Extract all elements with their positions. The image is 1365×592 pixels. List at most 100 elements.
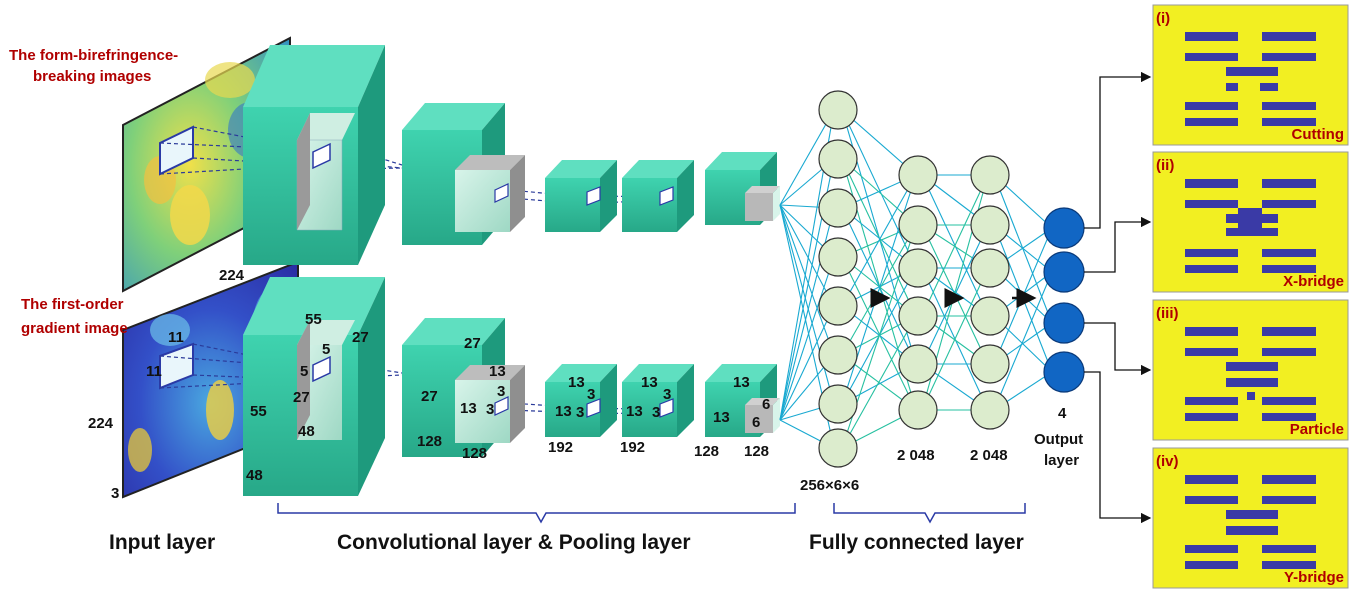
structure-bar — [1185, 475, 1238, 484]
structure-bar — [1226, 378, 1278, 387]
fc1-size-label: 256×6×6 — [800, 477, 859, 494]
fc-connection — [841, 174, 917, 307]
input-size-label: 224 — [219, 267, 245, 284]
conv3-win-a-label: 3 — [587, 386, 595, 403]
fc2-size-label: 2 048 — [897, 447, 935, 464]
structure-bar — [1185, 265, 1238, 273]
conv5-block-bottom — [705, 364, 780, 437]
conv3-block-bottom — [545, 364, 617, 437]
section-conv-title: Convolutional layer & Pooling layer — [337, 531, 691, 554]
structure-bar — [1262, 327, 1316, 336]
fc3-size-label: 2 048 — [970, 447, 1008, 464]
fc2-node — [898, 390, 938, 430]
conv1-block-bottom — [243, 277, 385, 496]
structure-bar — [1262, 118, 1316, 126]
input-window-label: 11 — [168, 329, 184, 346]
structure-bar — [1185, 327, 1238, 336]
bottom-caption-line1: The first-order — [21, 296, 124, 313]
input-window-side-label: 11 — [146, 363, 162, 380]
conv2-win-3b-label: 3 — [486, 401, 494, 418]
bottom-caption-line2: gradient image — [21, 320, 128, 337]
panel-label: Particle — [1290, 421, 1344, 438]
structure-bar — [1262, 475, 1316, 484]
structure-bar — [1247, 392, 1255, 400]
structure-bar — [1185, 200, 1238, 208]
fc-connection — [779, 109, 835, 206]
structure-bar — [1262, 496, 1316, 504]
fc1-node — [818, 384, 858, 424]
fc1-node — [818, 335, 858, 375]
structure-bar — [1262, 413, 1316, 421]
conv4-win-a-label: 3 — [663, 386, 671, 403]
section-braces — [277, 503, 1026, 524]
fc-connection — [779, 204, 836, 357]
structure-bar — [1226, 228, 1278, 236]
section-titles: Input layer Convolutional layer & Poolin… — [109, 531, 1024, 554]
conv5-win-a-label: 6 — [762, 396, 770, 413]
conv1-win-b-label: 5 — [300, 363, 308, 380]
conv3-block-top — [545, 160, 617, 232]
structure-bar — [1226, 526, 1278, 535]
conv1-win-top-label: 27 — [352, 329, 369, 346]
conv2-depth-b-label: 128 — [462, 445, 487, 462]
structure-bar — [1262, 545, 1316, 553]
structure-bar — [1262, 32, 1316, 41]
fc-connection — [779, 255, 836, 421]
structure-bar — [1185, 249, 1238, 257]
output-panels: (i)Cutting(ii)X-bridge(iii)Particle(iv)Y… — [1152, 4, 1349, 589]
conv3-depth-label: 192 — [548, 439, 573, 456]
conv3-top-label: 13 — [568, 374, 585, 391]
output-count-label: 4 — [1058, 405, 1067, 422]
output-label-line2: layer — [1044, 452, 1079, 469]
fc1-node — [818, 428, 858, 468]
input-size-side-label: 224 — [88, 415, 114, 432]
conv3-side-label: 13 — [555, 403, 572, 420]
conv3-win-b-label: 3 — [576, 404, 584, 421]
fc-connection — [779, 204, 836, 406]
conv5-block-top — [705, 152, 780, 225]
conv1-win-depth-label: 48 — [298, 423, 315, 440]
fc2-node — [898, 205, 938, 245]
fc-connection — [841, 315, 917, 449]
conv1-win-a-label: 5 — [322, 341, 330, 358]
conv2-top-label: 27 — [464, 335, 481, 352]
output-label-line1: Output — [1034, 431, 1083, 448]
conv5-win-b-label: 6 — [752, 414, 760, 431]
conv4-depth-label: 192 — [620, 439, 645, 456]
section-fc-title: Fully connected layer — [809, 531, 1024, 554]
conv5-depth-a-label: 128 — [694, 443, 719, 460]
panel-tag: (i) — [1156, 10, 1170, 27]
fc3-node — [970, 296, 1010, 336]
structure-bar — [1262, 348, 1316, 356]
fc3-node — [970, 344, 1010, 384]
structure-bar — [1185, 348, 1238, 356]
structure-bar — [1262, 397, 1316, 405]
fc1-node — [818, 188, 858, 228]
conv5-top-label: 13 — [733, 374, 750, 391]
structure-bar — [1185, 413, 1238, 421]
structure-bar — [1185, 32, 1238, 41]
conv1-depth-label: 48 — [246, 467, 263, 484]
structure-bar — [1185, 397, 1238, 405]
panel-label: Cutting — [1292, 126, 1344, 143]
structure-bar — [1185, 545, 1238, 553]
input-captions: The form-birefringence- breaking images … — [9, 47, 178, 337]
fc3-node — [970, 155, 1010, 195]
fc3-node — [970, 390, 1010, 430]
panel-tag: (iv) — [1156, 453, 1179, 470]
fc1-node — [818, 237, 858, 277]
top-caption-line1: The form-birefringence- — [9, 47, 178, 64]
fc-connection — [841, 109, 917, 269]
conv4-win-b-label: 3 — [652, 404, 660, 421]
output-node — [1043, 302, 1085, 344]
structure-bar — [1226, 362, 1278, 371]
conv5-depth-b-label: 128 — [744, 443, 769, 460]
structure-bar — [1185, 118, 1238, 126]
fc2-node — [898, 344, 938, 384]
fc1-node — [818, 286, 858, 326]
dimension-labels: 224 224 3 11 11 55 55 48 5 5 27 27 48 27… — [88, 267, 1083, 502]
conv2-block-bottom — [402, 318, 525, 457]
fc-connection — [841, 256, 917, 411]
output-node — [1043, 351, 1085, 393]
